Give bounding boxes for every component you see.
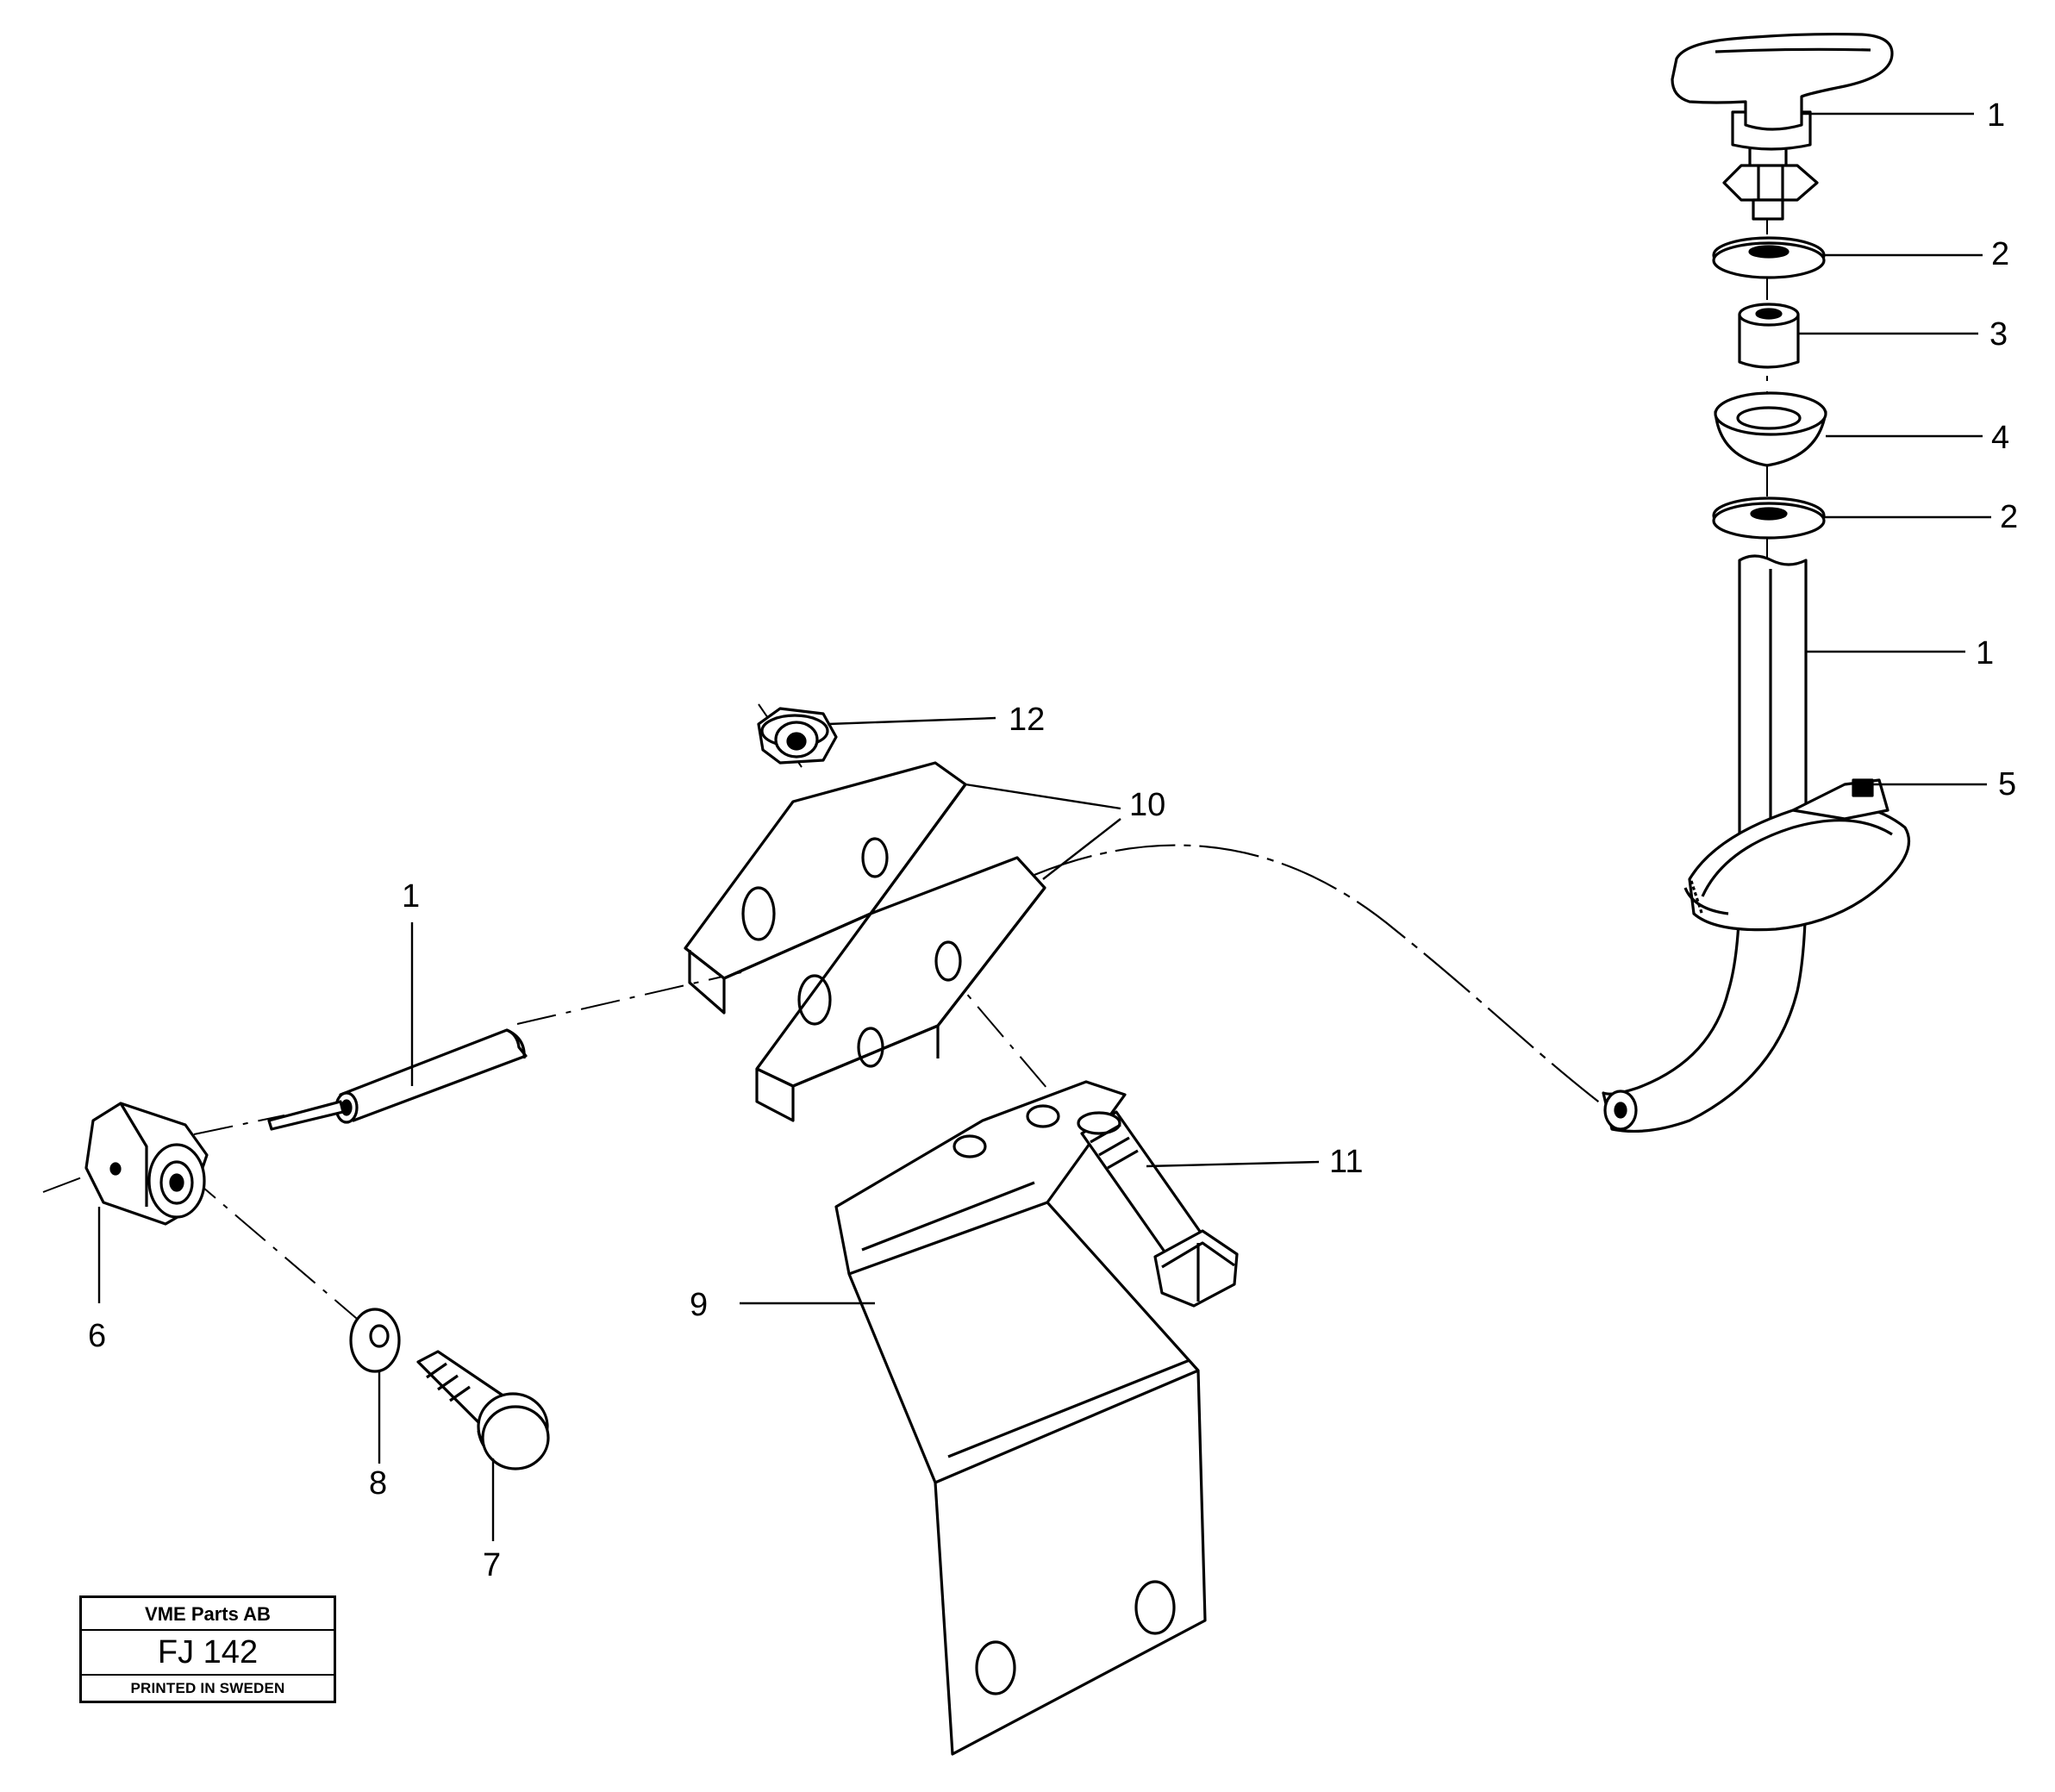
- clamp-block-lower: [755, 856, 1046, 1122]
- cable-axis-to-clamp: [516, 971, 742, 1025]
- hex-bolt-small: [416, 1350, 550, 1470]
- callout-8-washer: 8: [369, 1465, 387, 1502]
- publisher-stamp: VME Parts AB FJ 142 PRINTED IN SWEDEN: [79, 1595, 336, 1703]
- mounting-bracket: [834, 1080, 1207, 1756]
- connector-axis-mid: [193, 1115, 285, 1135]
- callout-2-washer-upper: 2: [1991, 236, 2009, 272]
- callout-11-hex-bolt: 11: [1329, 1144, 1363, 1180]
- spacer-sleeve: [1738, 303, 1800, 369]
- leader-lines: [97, 112, 1991, 1541]
- callout-1-knob: 1: [1987, 97, 2005, 134]
- washer-upper: [1712, 236, 1826, 279]
- stamp-figure-code: FJ 142: [82, 1631, 334, 1676]
- callout-5-cable-tie: 5: [1998, 766, 2016, 802]
- callout-1-cable-left: 1: [402, 878, 420, 915]
- callout-12-lock-nut: 12: [1009, 702, 1045, 738]
- stamp-printed-in: PRINTED IN SWEDEN: [130, 1680, 285, 1696]
- hex-bolt-large: [1077, 1110, 1239, 1308]
- cable-sheath-left: [267, 1028, 528, 1131]
- grommet: [1714, 391, 1827, 467]
- knob-grip-highlight: [1715, 47, 1871, 53]
- callout-2-washer-lower: 2: [2000, 499, 2018, 535]
- callout-10-clamp-blocks: 10: [1129, 787, 1165, 823]
- knob-hex-nut: [1722, 164, 1819, 202]
- connector-sleeve-nut: [84, 1102, 209, 1226]
- callout-9-bracket: 9: [690, 1287, 708, 1323]
- callout-3-sleeve: 3: [1989, 316, 2008, 353]
- cable-routing-line: [1034, 844, 1613, 1113]
- cable-sheath-right: [1602, 554, 1808, 1133]
- t-handle-knob: [1671, 32, 1894, 221]
- knob-t-grip: [1671, 32, 1894, 131]
- cable-tie: [1683, 778, 1911, 932]
- washer-small: [349, 1308, 401, 1373]
- connector-axis-left: [42, 1146, 165, 1193]
- washer-lower: [1712, 496, 1826, 540]
- cable-inner-wire: [267, 1100, 345, 1131]
- washer-axis-line: [184, 1171, 363, 1324]
- stamp-publisher: VME Parts AB: [82, 1598, 334, 1631]
- knob-thread-end: [1752, 198, 1784, 221]
- lock-nut: [757, 707, 838, 765]
- callout-6-connector: 6: [88, 1318, 106, 1354]
- callout-4-grommet: 4: [1991, 420, 2009, 456]
- center-lines: [42, 129, 1768, 1324]
- callout-1-rod: 1: [1976, 635, 1994, 671]
- callout-7-bolt: 7: [483, 1547, 501, 1583]
- callout-labels: 1 2 3 4 2 1 5 12 10 1 11 9 6 8 7: [88, 97, 2018, 1583]
